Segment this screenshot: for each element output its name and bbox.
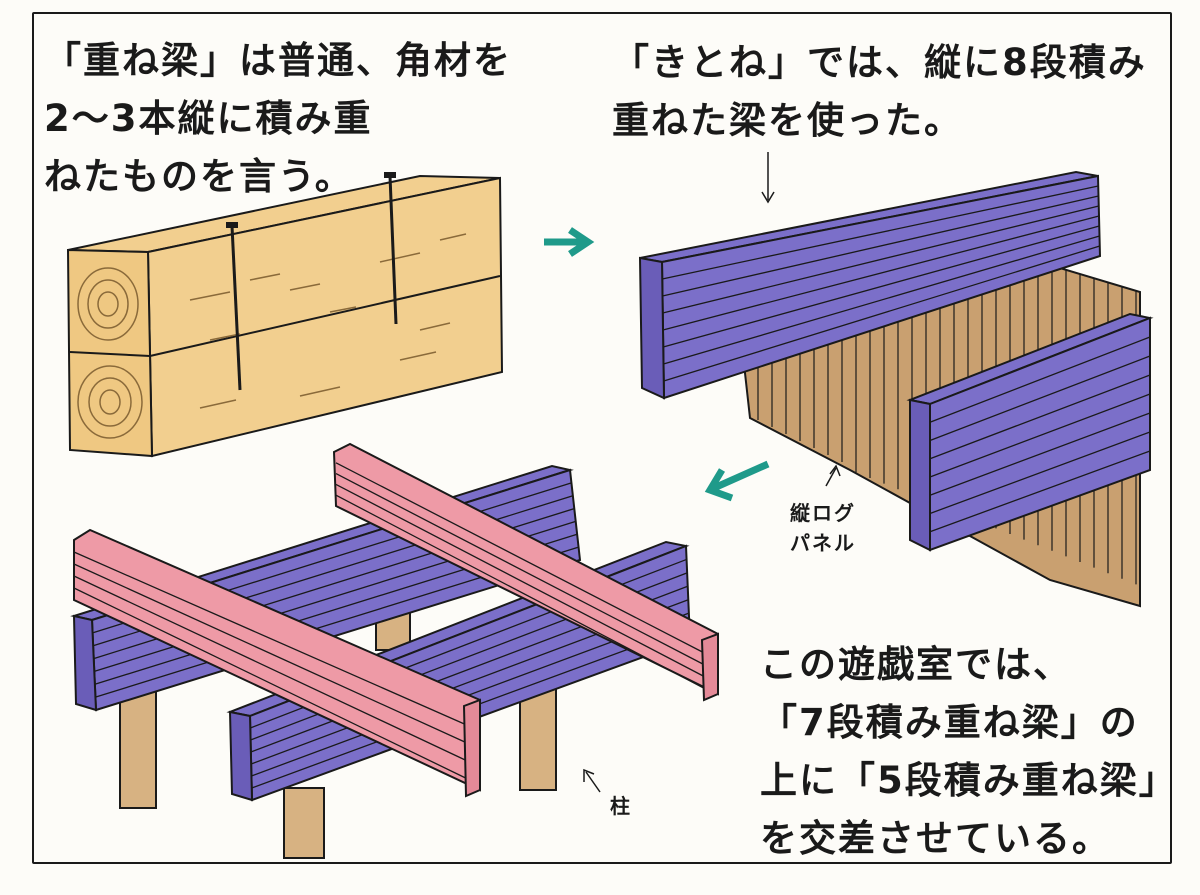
- caption-line: 上に「5段積み重ね梁」: [760, 759, 1178, 802]
- layer-seam-line: [929, 374, 1151, 460]
- illustration-frame: [32, 12, 1172, 864]
- label-vertical-log-panel: 縦ログ パネル: [790, 498, 856, 558]
- caption-line: 「きとね」では、縦に8段積み: [612, 41, 1147, 84]
- layer-seam-line: [73, 551, 465, 725]
- caption-line: この遊戯室では、: [760, 643, 1072, 686]
- label-post: 柱: [610, 794, 632, 818]
- caption-line: 2〜3本縦に積み重: [44, 97, 373, 140]
- layer-seam-line: [663, 235, 1100, 365]
- caption-kitone-beams: 「きとね」では、縦に8段積み 重ねた梁を使った。: [612, 34, 1147, 150]
- layer-seam-line: [929, 355, 1151, 442]
- caption-line: を交差させている。: [760, 817, 1111, 860]
- layer-seam-line: [335, 483, 704, 677]
- layer-seam-line: [662, 205, 1099, 314]
- caption-overlapped-beam-definition: 「重ね梁」は普通、角材を 2〜3本縦に積み重 ねたものを言う。: [44, 32, 512, 206]
- eight-layer-beam-structure: [638, 152, 1154, 608]
- label-line: 縦ログ: [790, 501, 856, 525]
- layer-seam-line: [73, 587, 466, 779]
- crossing-beam-structure: [70, 442, 719, 859]
- down-left-arrow-icon: [704, 460, 770, 502]
- stacked-timber-beam: [66, 172, 504, 458]
- layer-seam-line: [929, 431, 1151, 515]
- layer-seam-line: [662, 185, 1099, 280]
- layer-seam-line: [662, 215, 1100, 331]
- layer-seam-line: [335, 494, 704, 689]
- caption-playroom-crossing: この遊戯室では、 「7段積み重ね梁」の 上に「5段積み重ね梁」 を交差させている…: [760, 636, 1178, 868]
- label-line: パネル: [790, 531, 856, 555]
- layer-seam-line: [929, 412, 1151, 496]
- right-arrow-icon: [544, 227, 595, 257]
- layer-seam-line: [663, 225, 1100, 348]
- caption-line: 重ねた梁を使った。: [612, 99, 963, 142]
- post: [119, 689, 157, 809]
- layer-seam-line: [662, 195, 1099, 297]
- layer-seam-line: [335, 462, 703, 653]
- layer-seam-line: [335, 473, 704, 665]
- layer-seam-line: [73, 575, 466, 761]
- layer-seam-line: [663, 245, 1100, 382]
- layer-seam-line: [73, 563, 466, 743]
- caption-line: 「重ね梁」は普通、角材を: [44, 39, 512, 82]
- caption-line: 「7段積み重ね梁」の: [760, 701, 1139, 744]
- layer-seam-line: [929, 450, 1151, 533]
- caption-line: ねたものを言う。: [44, 155, 354, 198]
- layer-seam-line: [929, 393, 1151, 478]
- layer-seam-line: [929, 336, 1151, 423]
- post: [283, 787, 325, 859]
